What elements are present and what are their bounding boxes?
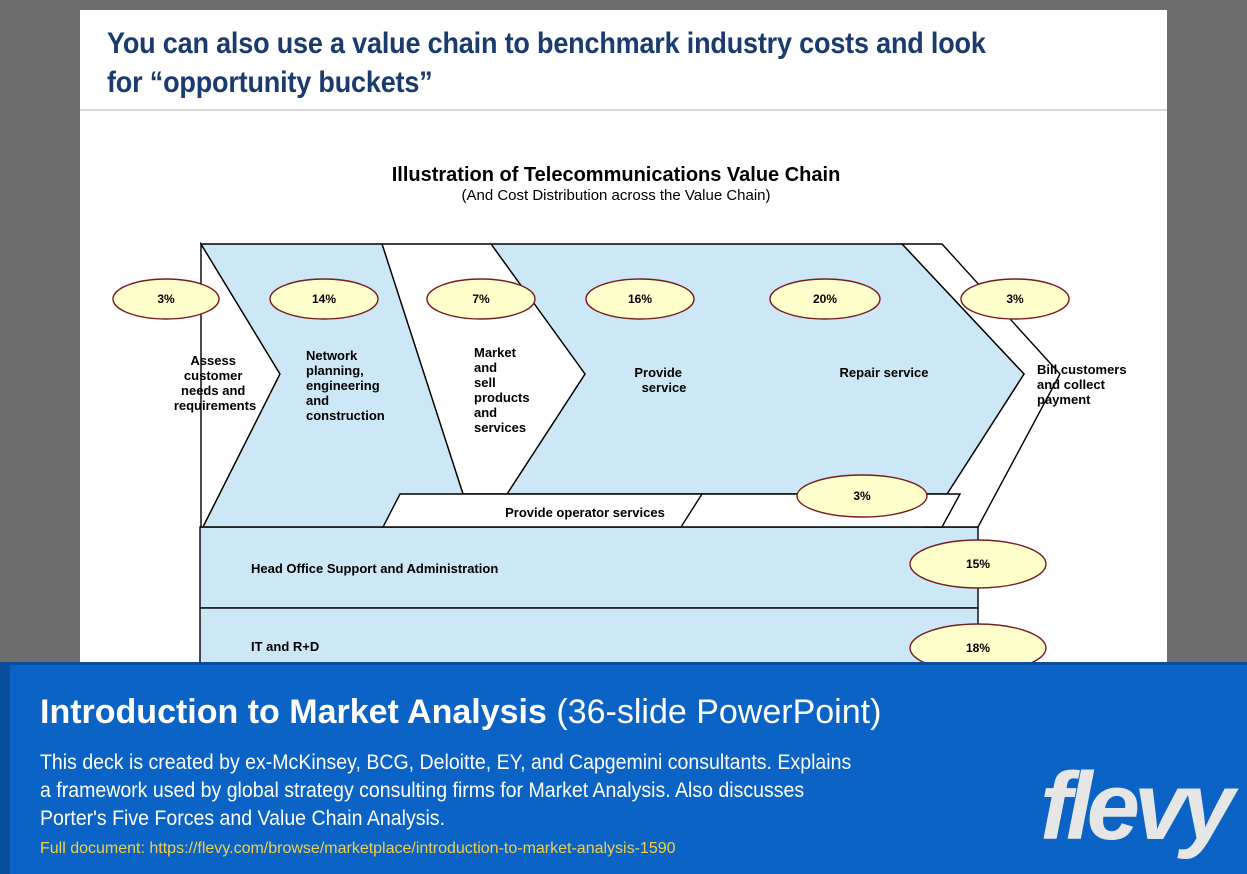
cost-oval-bill: 3%	[960, 278, 1070, 320]
svg-text:15%: 15%	[966, 557, 990, 571]
support-label-it-rd: IT and R+D	[251, 639, 319, 654]
svg-text:20%: 20%	[813, 292, 837, 306]
full-document-link[interactable]: Full document: https://flevy.com/browse/…	[40, 840, 676, 857]
svg-text:18%: 18%	[966, 641, 990, 655]
operator-label: Provide operator services	[505, 505, 665, 520]
title-divider	[80, 109, 1167, 111]
svg-text:7%: 7%	[472, 292, 490, 306]
cost-oval-assess: 3%	[112, 278, 220, 320]
operator-divider	[680, 493, 703, 528]
svg-text:3%: 3%	[157, 292, 175, 306]
banner-edge	[0, 665, 10, 874]
stage-label-assess: Assess customer needs and requirements	[174, 353, 256, 413]
promo-banner: Introduction to Market Analysis (36-slid…	[0, 662, 1247, 874]
cost-oval-repair: 20%	[769, 278, 881, 320]
support-label-head-office: Head Office Support and Administration	[251, 561, 498, 576]
slide: You can also use a value chain to benchm…	[80, 10, 1167, 690]
slide-title: You can also use a value chain to benchm…	[107, 27, 986, 99]
stage-label-repair: Repair service	[840, 365, 929, 380]
stage-label-network: Network planning, engineering and constr…	[306, 348, 385, 423]
value-chain-diagram: Illustration of Telecommunications Value…	[112, 164, 1130, 690]
svg-text:16%: 16%	[628, 292, 652, 306]
cost-oval-operator: 3%	[796, 474, 928, 518]
stage-label-market: Market and sell products and services	[474, 345, 533, 435]
stage-label-provide: Provide service	[634, 365, 686, 395]
svg-text:14%: 14%	[312, 292, 336, 306]
flevy-logo[interactable]: flevy	[1040, 753, 1235, 860]
banner-title-detail: (36-slide PowerPoint)	[546, 693, 882, 731]
banner-title-name: Introduction to Market Analysis	[40, 693, 547, 731]
cost-oval-market: 7%	[426, 278, 536, 320]
cost-oval-head-office: 15%	[909, 539, 1047, 589]
flevy-logo-text: flevy	[1040, 753, 1235, 860]
cost-oval-provide: 16%	[585, 278, 695, 320]
svg-text:3%: 3%	[1006, 292, 1024, 306]
diagram-title: Illustration of Telecommunications Value…	[392, 164, 841, 186]
diagram-subtitle: (And Cost Distribution across the Value …	[461, 187, 770, 204]
stage-label-bill: Bill customers and collect payment	[1037, 362, 1130, 407]
banner-title: Introduction to Market Analysis (36-slid…	[40, 691, 881, 733]
svg-text:3%: 3%	[853, 489, 871, 503]
cost-oval-network: 14%	[269, 278, 379, 320]
banner-description: This deck is created by ex-McKinsey, BCG…	[40, 751, 852, 830]
